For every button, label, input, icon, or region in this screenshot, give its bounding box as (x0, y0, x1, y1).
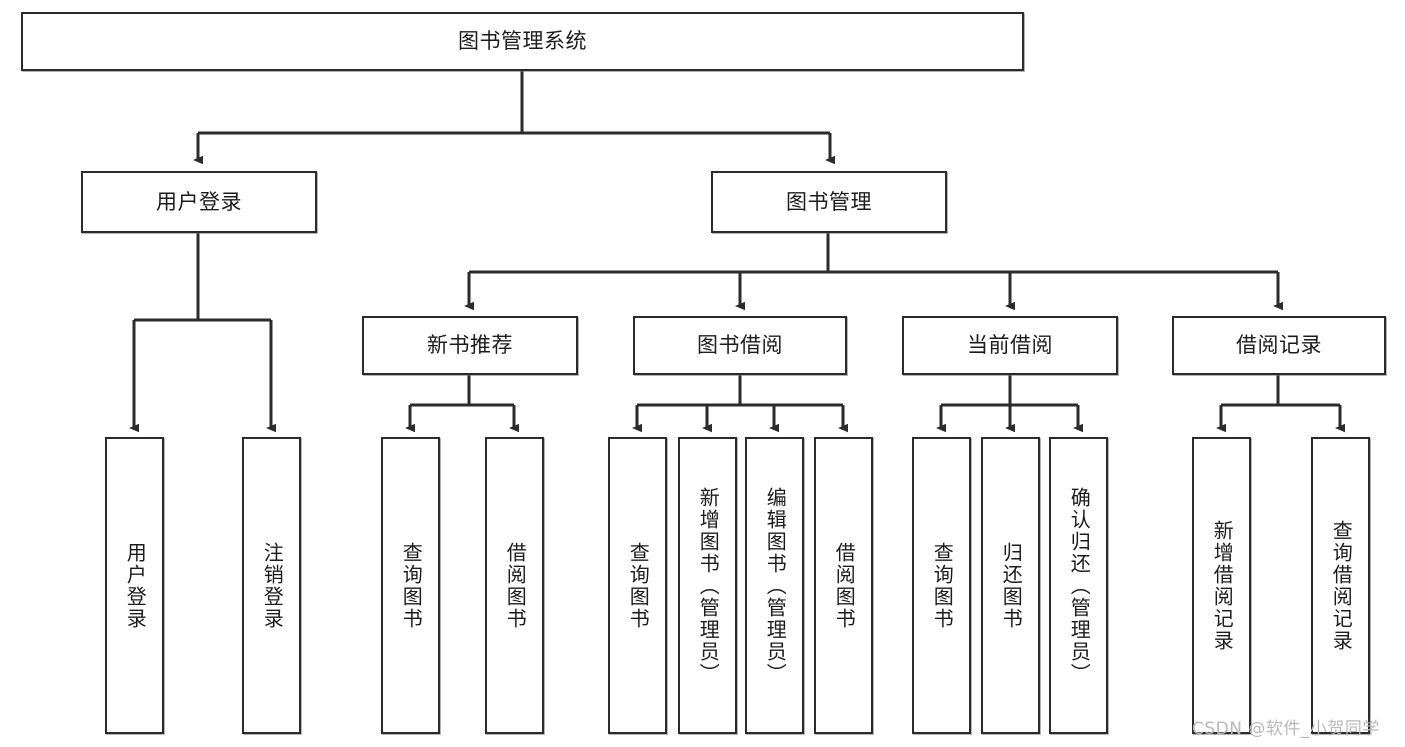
leaf-current-borrow-query[interactable]: 查询图书 (912, 437, 971, 734)
node-user-login[interactable]: 用户登录 (81, 171, 317, 233)
leaf-label: 新增借阅记录 (1210, 519, 1235, 652)
node-root-label: 图书管理系统 (458, 29, 587, 54)
leaf-new-book-borrow[interactable]: 借阅图书 (485, 437, 544, 734)
leaf-book-borrow-edit[interactable]: 编辑图书（管理员） (745, 437, 804, 734)
node-user-login-label: 用户登录 (156, 189, 242, 214)
node-new-book-recommend[interactable]: 新书推荐 (362, 316, 578, 375)
leaf-book-borrow-query[interactable]: 查询图书 (608, 437, 667, 734)
leaf-label: 借阅图书 (503, 541, 528, 630)
leaf-label: 归还图书 (999, 541, 1024, 630)
leaf-book-borrow-borrow[interactable]: 借阅图书 (814, 437, 873, 734)
leaf-label: 查询图书 (399, 541, 424, 630)
node-current-borrow-label: 当前借阅 (967, 333, 1053, 358)
leaf-label: 查询图书 (930, 541, 955, 630)
leaf-label: 借阅图书 (832, 541, 857, 630)
leaf-label: 查询图书 (626, 541, 651, 630)
node-borrow-record[interactable]: 借阅记录 (1172, 316, 1386, 375)
node-book-borrow-label: 图书借阅 (697, 333, 783, 358)
leaf-borrow-record-query[interactable]: 查询借阅记录 (1311, 437, 1370, 734)
leaf-label: 新增图书（管理员） (696, 486, 721, 685)
leaf-label: 编辑图书（管理员） (763, 486, 788, 685)
node-root[interactable]: 图书管理系统 (21, 12, 1024, 71)
node-book-management[interactable]: 图书管理 (711, 171, 947, 233)
leaf-book-borrow-add[interactable]: 新增图书（管理员） (678, 437, 737, 734)
leaf-user-login-login[interactable]: 用户登录 (105, 437, 164, 734)
node-new-book-recommend-label: 新书推荐 (427, 333, 513, 358)
leaf-current-borrow-return[interactable]: 归还图书 (981, 437, 1040, 734)
node-current-borrow[interactable]: 当前借阅 (902, 316, 1118, 375)
leaf-new-book-query[interactable]: 查询图书 (381, 437, 440, 734)
leaf-label: 用户登录 (123, 541, 148, 630)
leaf-label: 确认归还（管理员） (1067, 486, 1092, 685)
leaf-label: 注销登录 (260, 541, 285, 630)
leaf-user-login-logout[interactable]: 注销登录 (242, 437, 301, 734)
leaf-label: 查询借阅记录 (1329, 519, 1354, 652)
node-book-management-label: 图书管理 (786, 189, 872, 214)
leaf-current-borrow-confirm[interactable]: 确认归还（管理员） (1049, 437, 1108, 734)
node-borrow-record-label: 借阅记录 (1236, 333, 1322, 358)
leaf-borrow-record-add[interactable]: 新增借阅记录 (1192, 437, 1251, 734)
node-book-borrow[interactable]: 图书借阅 (633, 316, 847, 375)
